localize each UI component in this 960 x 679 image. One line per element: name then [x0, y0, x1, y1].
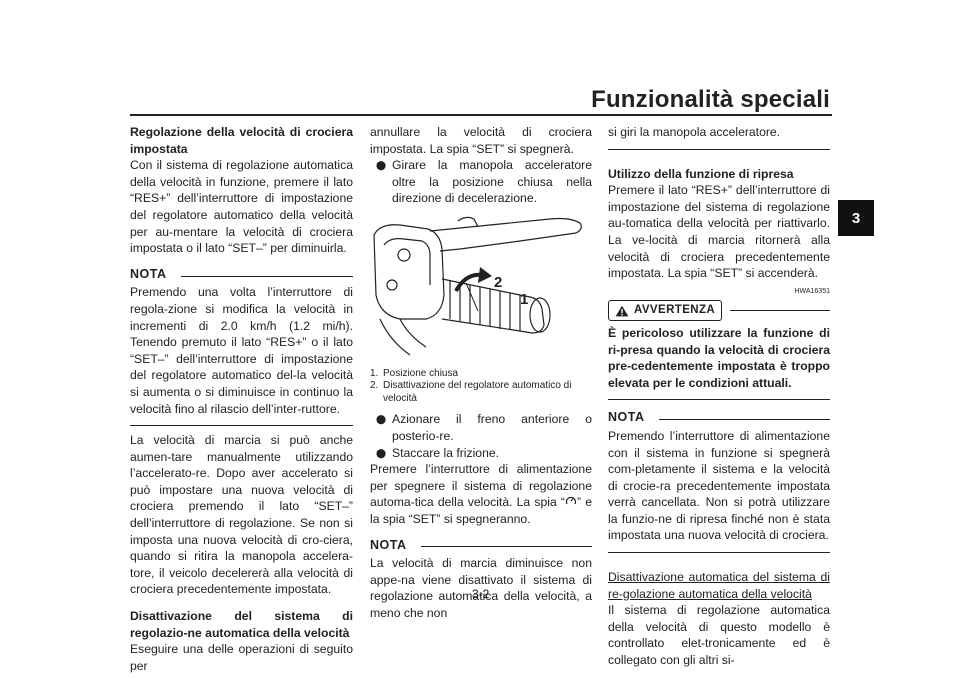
bullet-text: Girare la manopola acceleratore oltre la… [392, 158, 592, 206]
paragraph: Il sistema di regolazione automatica del… [608, 603, 830, 668]
nota-heading: NOTA [130, 266, 353, 283]
caption-item: 2. Disattivazione del regolatore automat… [370, 380, 572, 404]
figure-captions: 1. Posizione chiusa 2. Disattivazione de… [370, 368, 592, 406]
divider [608, 552, 830, 554]
nota-label: NOTA [130, 266, 167, 281]
section-heading-disattivazione-automatica: Disattivazione automatica del sistema di… [608, 570, 830, 601]
warning-badge: AVVERTENZA [608, 300, 723, 321]
nota-heading: NOTA [608, 409, 830, 426]
page-title: Funzionalità speciali [591, 86, 830, 113]
divider [130, 425, 353, 427]
paragraph: La velocità di marcia si può anche aumen… [130, 433, 353, 597]
divider [730, 310, 830, 312]
nota-text: Premendo l’interruttore di alimentazione… [608, 428, 830, 543]
column-3: si giri la manopola acceleratore. Utiliz… [608, 124, 830, 669]
header-rule [130, 114, 832, 116]
paragraph: annullare la velocità di crociera impost… [370, 125, 592, 156]
figure-label-1: 1 [520, 291, 528, 308]
divider [608, 148, 830, 150]
throttle-grip-drawing: 2 1 [373, 216, 582, 356]
cruise-control-indicator-icon [565, 497, 577, 505]
section-heading-regolazione: Regolazione della velocità di crociera i… [130, 125, 353, 156]
warning-text: È pericoloso utilizzare la funzione di r… [608, 325, 830, 390]
warning-label: AVVERTENZA [634, 304, 716, 317]
handlebar-illustration: 2 1 [370, 215, 592, 360]
bullet-item: ⬤ Girare la manopola acceleratore oltre … [370, 157, 592, 207]
column-1: Regolazione della velocità di crociera i… [130, 124, 353, 674]
bullet-icon: ⬤ [375, 414, 387, 425]
paragraph: si giri la manopola acceleratore. [608, 125, 781, 139]
warning-triangle-icon [615, 305, 629, 317]
figure-label-2: 2 [494, 274, 502, 291]
bullet-text: Staccare la frizione. [392, 445, 500, 460]
nota-text: La velocità di marcia diminuisce non app… [370, 556, 592, 620]
paragraph: Eseguire una delle operazioni di seguito… [130, 642, 353, 673]
nota-text: Premendo una volta l’interruttore di reg… [130, 285, 353, 416]
paragraph: Premere il lato “RES+” dell’interruttore… [608, 183, 830, 281]
divider [420, 546, 592, 548]
nota-heading: NOTA [370, 537, 592, 554]
section-heading-ripresa: Utilizzo della funzione di ripresa [608, 166, 794, 181]
bullet-item: ⬤ Staccare la frizione. [370, 445, 592, 462]
divider [658, 419, 830, 421]
bullet-icon: ⬤ [375, 160, 387, 171]
section-heading-disattivazione: Disattivazione del sistema di regolazio-… [130, 609, 353, 640]
nota-label: NOTA [370, 537, 407, 552]
caption-item: 1. Posizione chiusa [370, 367, 459, 379]
divider [180, 275, 353, 277]
reference-code: HWA16351 [794, 287, 830, 295]
chapter-tab: 3 [838, 200, 874, 236]
paragraph: Premere l’interruttore di alimentazione … [370, 462, 592, 527]
column-2: annullare la velocità di crociera impost… [370, 124, 592, 622]
bullet-icon: ⬤ [375, 447, 387, 458]
paragraph: Con il sistema di regolazione automatica… [130, 158, 353, 256]
page-number: 3-2 [472, 587, 490, 601]
divider [608, 399, 830, 401]
warning-heading: AVVERTENZA [608, 300, 830, 321]
nota-label: NOTA [608, 410, 645, 425]
bullet-text: Azionare il freno anteriore o posterio-r… [392, 412, 592, 444]
bullet-item: ⬤ Azionare il freno anteriore o posterio… [370, 411, 592, 444]
